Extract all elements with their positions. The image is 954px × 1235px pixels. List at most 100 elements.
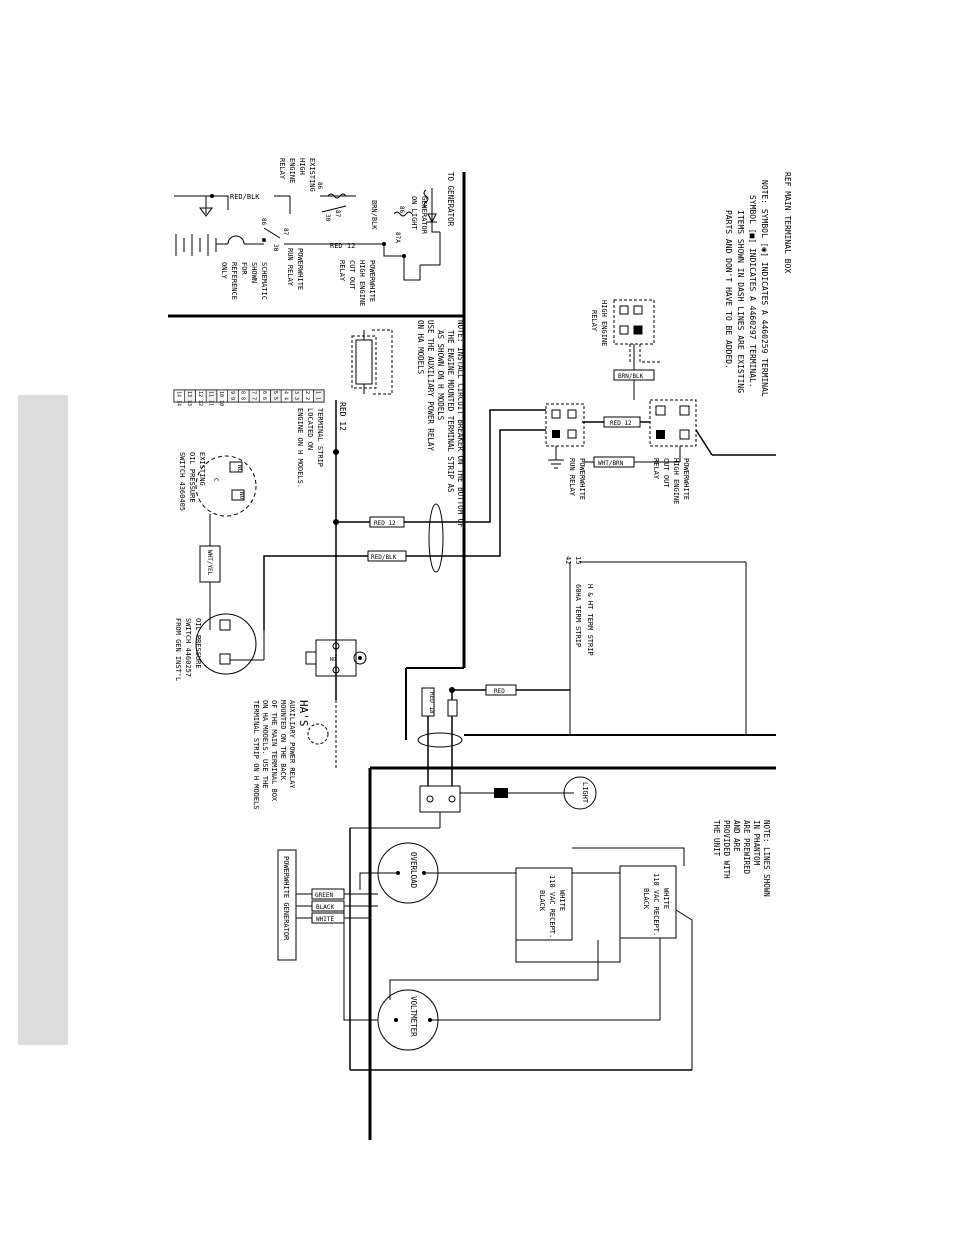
terminal-strip-label-1: TERMINAL STRIP [316, 408, 324, 467]
terminal-strip-row-label: 1 1 [315, 391, 321, 400]
terminal-strip-row-label: 4 4 [283, 391, 289, 400]
harness-wires [263, 409, 546, 630]
recept1-black: BLACK [538, 890, 546, 912]
phantom-note-line2: IN PHANTOM [752, 820, 761, 866]
white-lead-label: WHITE [316, 916, 334, 923]
wht-brn-tag-label: WHT/BRN [598, 460, 624, 467]
run-relay-terminal-87: 87 [282, 228, 289, 236]
high-engine-relay-label-2: RELAY [590, 310, 598, 332]
term-strip-label-1: H & HT TERM STRIP [586, 584, 594, 656]
phantom-note: NOTE: LINES SHOWN IN PHANTOM ARE PREWIRE… [712, 820, 771, 897]
oil-new-label-2: SWITCH 4460257 [184, 618, 192, 677]
high-engine-relay-label-1: HIGH ENGINE [600, 300, 608, 346]
schematic-label-1: SCHEMATIC [260, 262, 268, 300]
breaker-note-line1: NOTE: INSTALL CIRCUIT BREAKER ON THE BOT… [456, 320, 465, 528]
bus-red-12-label: RED 12 [338, 402, 347, 431]
terminal-strip-row-label: 7 7 [250, 391, 256, 400]
oil-new-label-1: OIL PRESSURE [194, 618, 202, 669]
oil-existing-label-3: SWITCH 4360405 [178, 452, 186, 511]
green-lead-label: GREEN [315, 892, 333, 899]
phantom-note-line5: PROVIDED WITH [722, 820, 731, 879]
recept2-black: BLACK [642, 888, 650, 910]
aux-label-2: MOUNTED ON THE BACK [279, 700, 287, 781]
circuit-breaker [351, 329, 393, 395]
harness-red-blk-label: RED/BLK [371, 554, 397, 561]
terminal-strip-row-label: 11 11 [208, 391, 214, 406]
recept1-name: 110 VAC RECEPT. [548, 875, 556, 938]
terminal-strip-row-label: 9 9 [229, 391, 235, 400]
powerwhite-generator: POWERWHITE GENERATOR [277, 849, 297, 961]
aux-switch-code-no: NO [330, 657, 336, 663]
ha-s-label: HA'S [297, 700, 310, 727]
red-wire-label: RED [494, 688, 505, 695]
terminal-strip-row-label: 14 14 [175, 391, 181, 406]
red-wires: RED RED 18 [417, 684, 570, 786]
schematic-red-12-label: RED 12 [330, 242, 355, 250]
recept2-white: WHITE [662, 888, 670, 909]
terminal-strip-row-label: 6 6 [261, 391, 267, 400]
auxiliary-power-relay: NO HA'S AUXILIARY POWER RELAY MOUNTED ON… [252, 630, 367, 810]
page-margin-tab [18, 395, 68, 1045]
aux-label-1: AUXILIARY POWER RELAY [288, 700, 296, 789]
existing-switch-code-c: C [212, 478, 219, 482]
aux-label-4: ON HA MODELS. USE THE [261, 700, 269, 789]
existing-relay-terminal-30: 30 [324, 214, 331, 222]
existing-switch-code-no: NO [238, 492, 245, 500]
schematic-red-blk-label: RED/BLK [230, 193, 260, 201]
overload-label: OVERLOAD [409, 852, 418, 889]
receptacle-1: WHITE 110 VAC RECEPT. BLACK [515, 867, 573, 941]
wht-yel-tag-label: WHT/YEL [206, 550, 213, 576]
harness-red-12-label: RED 12 [374, 520, 396, 527]
gen-on-light-label-2: ON LIGHT [410, 196, 418, 231]
terminal-strip-row-label: 12 12 [197, 391, 203, 406]
existing-relay-label-3: ENGINE [288, 158, 296, 183]
pw-generator-label: POWERWHITE GENERATOR [282, 856, 290, 941]
existing-relay-terminal-86: 86 [316, 182, 323, 190]
phantom-note-line6: THE UNIT [712, 820, 721, 857]
existing-oil-pressure-switch: NC NO C EXISTING OIL PRESSURE SWITCH 436… [178, 452, 257, 517]
recept1-white: WHITE [558, 890, 566, 911]
schematic-label-4: REFERENCE [230, 262, 238, 300]
pw-cutout-label-4: RELAY [652, 458, 660, 480]
pw-cutout-label-2: HIGH ENGINE [672, 458, 680, 504]
light-switch: LIGHT [350, 776, 597, 829]
pw-cutout-sch-label-1: POWERWHITE [368, 260, 376, 302]
phantom-note-line1: NOTE: LINES SHOWN [762, 820, 771, 897]
brn-blk-tag-label: BRN/BLK [618, 373, 644, 380]
note-dashed-line2: PARTS AND DON'T HAVE TO BE ADDED. [724, 210, 733, 369]
term-strip-label-2: 60HA TERM STRIP [574, 584, 582, 647]
breaker-note-line2: THE ENGINE MOUNTED TERMINAL STRIP AS [446, 330, 455, 493]
existing-relay-label-1: EXISTING [308, 158, 316, 192]
gen-on-light-label-1: GENERATOR [420, 196, 428, 235]
oil-new-label-3: FROM GEN INST'L [174, 618, 182, 681]
frame-lines [168, 172, 776, 1140]
pin-number-15: 15 [574, 556, 582, 564]
pw-run-sch-label-1: POWERWHITE [296, 248, 304, 290]
pw-cutout-sch-label-2: HIGH ENGINE [358, 260, 366, 306]
schematic-label-2: SHOWN [250, 262, 258, 283]
pin-number-42: 42 [564, 556, 572, 564]
black-lead-label: BLACK [316, 904, 334, 911]
powerwhite-run-relay: POWERWHITE RUN RELAY [545, 403, 586, 500]
red-12-link: RED 12 [582, 416, 776, 456]
breaker-note: NOTE: INSTALL CIRCUIT BREAKER ON THE BOT… [416, 320, 465, 528]
generator-wiring [343, 847, 693, 1070]
phantom-note-line3: ARE PREWIRED [742, 820, 751, 875]
phantom-note-line4: AND ARE [732, 820, 741, 852]
existing-relay-terminal-87: 87 [334, 210, 341, 218]
harness-tags: RED 12 RED/BLK [367, 503, 444, 573]
existing-switch-code-nc: NC [236, 465, 243, 473]
pw-cutout-sch-label-3: CUT OUT [348, 260, 356, 290]
light-label: LIGHT [581, 782, 589, 804]
wht-brn-wire-tag: WHT/BRN [584, 446, 681, 468]
existing-relay-label-2: HIGH [298, 158, 306, 175]
reference-schematic: TO GENERATOR GENERATOR ON LIGHT RED/BLK … [174, 158, 455, 306]
brn-blk-label: BRN/BLK [370, 200, 378, 230]
receptacle-2: WHITE 110 VAC RECEPT. BLACK [619, 865, 677, 939]
breaker-note-line4: USE THE AUXILIARY POWER RELAY [426, 320, 435, 451]
high-engine-relay-existing: HIGH ENGINE RELAY [590, 299, 660, 363]
oil-existing-label-1: EXISTING [198, 452, 206, 486]
cutout-relay-terminal-86: 86 [398, 206, 405, 214]
